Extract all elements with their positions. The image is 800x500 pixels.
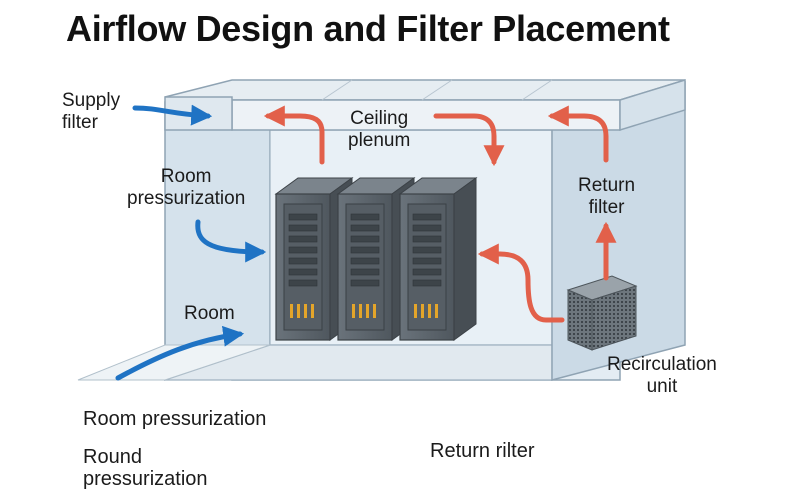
red-return-arrow-icon [547, 105, 609, 163]
room-pressurization-bottom-label: Room pressurization [83, 408, 267, 430]
room-pressurization-inner-label: Room pressurization [127, 166, 245, 210]
supply-filter-label: Supply filter [62, 90, 120, 134]
label-line: pressurization [83, 468, 208, 490]
server-led [373, 304, 376, 318]
server-rack-icon [398, 177, 478, 341]
ceiling-slab [164, 79, 686, 101]
label-line: filter [62, 112, 98, 133]
server-led [366, 304, 369, 318]
ceiling-plenum-right [619, 78, 686, 132]
server-led [297, 304, 300, 318]
server-led [352, 304, 355, 318]
server-led [359, 304, 362, 318]
label-line: Room [160, 166, 212, 187]
label-line: unit [646, 376, 678, 397]
server-led [435, 304, 438, 318]
server-led [421, 304, 424, 318]
label-line: Recirculation [607, 354, 717, 375]
red-return-arrow-icon [433, 113, 505, 167]
server-led [428, 304, 431, 318]
blue-supply-arrow-icon [115, 325, 245, 381]
recirculation-unit-icon [566, 275, 638, 351]
label-line: plenum [348, 130, 411, 151]
return-airflow [263, 105, 617, 323]
label-line: filter [588, 197, 625, 218]
recirculation-unit-label: Recirculation unit [607, 354, 717, 398]
round-pressurization-label: Round pressurization [83, 446, 208, 490]
red-return-arrow-icon [477, 243, 565, 323]
label-line: Supply [62, 90, 121, 111]
server-led [304, 304, 307, 318]
label-line: Return [578, 175, 636, 196]
server-racks [274, 177, 478, 341]
label-line: Ceiling [350, 108, 409, 129]
return-filter-inner-label: Return filter [578, 175, 635, 219]
server-led [290, 304, 293, 318]
room-inner-label: Room [184, 303, 235, 324]
red-return-arrow-icon [263, 105, 325, 165]
ceiling-plenum-label: Ceiling plenum [348, 108, 410, 152]
blue-supply-arrow-icon [132, 104, 213, 126]
page-title: Airflow Design and Filter Placement [66, 8, 670, 49]
label-line: pressurization [127, 188, 246, 209]
blue-supply-arrow-icon [195, 219, 267, 263]
supply-airflow [115, 104, 267, 381]
label-line: Round [83, 446, 142, 468]
return-rilter-label: Return rilter [430, 440, 535, 462]
server-led [311, 304, 314, 318]
server-led [414, 304, 417, 318]
